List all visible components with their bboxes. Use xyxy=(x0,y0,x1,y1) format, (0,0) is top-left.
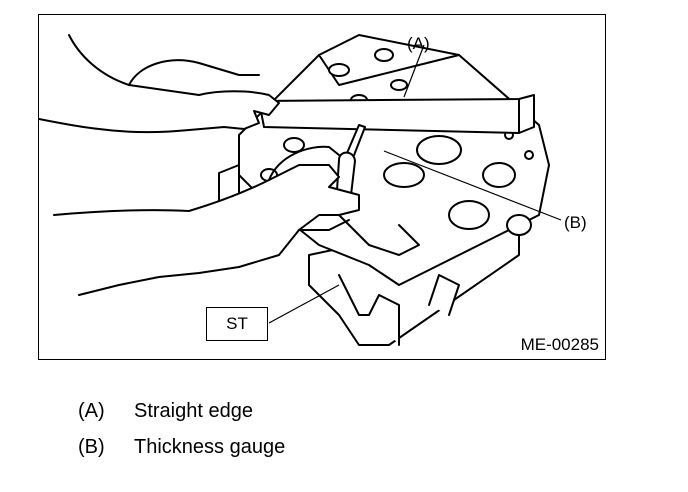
legend-key: (B) xyxy=(78,435,105,458)
lower-hand xyxy=(53,164,360,296)
legend-label: Thickness gauge xyxy=(134,435,286,458)
figure-id: ME-00285 xyxy=(520,335,599,354)
straight-edge xyxy=(258,94,535,134)
legend-key: (A) xyxy=(78,399,105,422)
upper-hand xyxy=(39,34,280,134)
legend: (A) Straight edge (B) Thickness gauge xyxy=(78,393,285,465)
figure-frame: (A) (B) ST ME-00285 xyxy=(38,14,606,360)
legend-item-b: (B) Thickness gauge xyxy=(78,429,285,465)
cylinder-head-illustration xyxy=(39,34,562,346)
callout-b-label: (B) xyxy=(564,213,587,232)
special-tool-label: ST xyxy=(206,307,268,341)
legend-item-a: (A) Straight edge xyxy=(78,393,285,429)
legend-label: Straight edge xyxy=(134,399,253,422)
special-tool-text: ST xyxy=(226,314,248,333)
callout-a-label: (A) xyxy=(407,34,430,53)
